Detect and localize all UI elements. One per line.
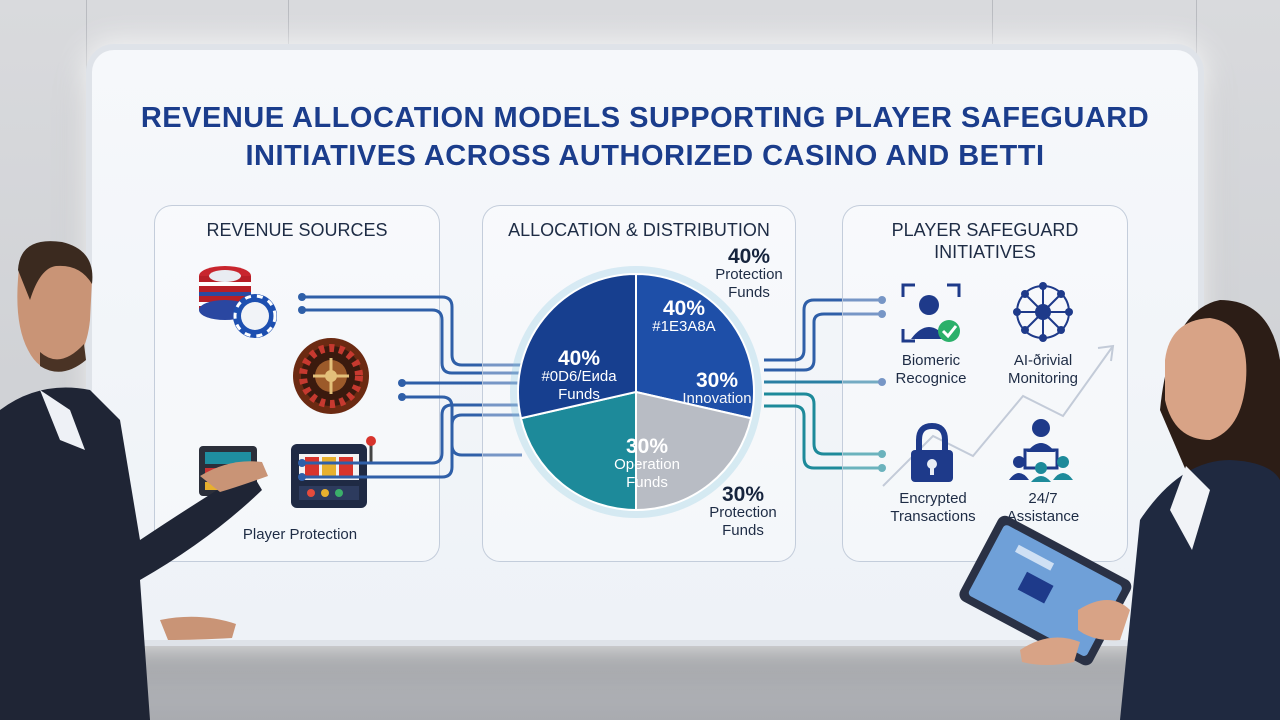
slice-label-left: 40% #0D6/Eиdа Funds: [524, 347, 634, 404]
slice-right-percent: 30%: [695, 369, 739, 392]
outer-label-bottom: 30% Protection Funds: [688, 483, 798, 540]
slice-bottom-text-2: Funds: [626, 474, 668, 491]
slice-left-percent: 40%: [557, 347, 601, 370]
slice-bottom-text-1: Operation: [614, 456, 680, 473]
outer-bottom-text-1: Protection: [709, 504, 777, 521]
ai-network-icon: [1013, 282, 1073, 342]
encrypted-label-1: Encrypted: [899, 490, 967, 507]
slice-top-text: #1E3A8A: [652, 318, 716, 335]
pie-slice-2: [519, 390, 637, 512]
safeguard-heading-1: PLAYER SAFEGUARD: [891, 220, 1079, 240]
allocation-heading: ALLOCATION & DISTRIBUTION: [508, 220, 770, 240]
revenue-sources-panel: REVENUE SOURCES: [154, 205, 440, 562]
safeguard-connector-lines: [764, 296, 886, 472]
slice-right-text: Innovation: [682, 390, 752, 407]
ai-monitoring-label: AI-ðrivial Monitoring: [991, 352, 1095, 388]
slice-bottom-percent: 30%: [625, 435, 669, 458]
slot-machine-label: Player Protection: [242, 526, 358, 543]
female-listener: [959, 300, 1280, 720]
outer-label-top: 40% Protection Funds: [694, 245, 804, 302]
safeguard-heading-2: INITIATIVES: [934, 242, 1036, 262]
outer-top-text-2: Funds: [728, 284, 770, 301]
ai-monitoring-label-1: AI-ðrivial: [1013, 352, 1073, 369]
board-title-line-1: REVENUE ALLOCATION MODELS SUPPORTING PLA…: [140, 102, 1150, 134]
outer-top-text-1: Protection: [715, 266, 783, 283]
assistance-label-2: Assistance: [1006, 508, 1080, 525]
revenue-sources-heading: REVENUE SOURCES: [206, 220, 388, 240]
background-trend-line: [882, 344, 1115, 487]
encrypted-label: Encrypted Transactions: [873, 490, 993, 526]
ai-monitoring-label-2: Monitoring: [1007, 370, 1079, 387]
pie-slice-1: [635, 390, 753, 512]
roulette-wheel-icon: [293, 338, 369, 414]
slice-label-bottom: 30% Operation Funds: [602, 435, 692, 492]
support-agent-icon: [1009, 419, 1073, 482]
encrypted-label-2: Transactions: [890, 508, 976, 525]
biometric-label: Biomeric Recognice: [881, 352, 981, 388]
male-presenter: [0, 241, 268, 720]
assistance-label-1: 24/7: [1028, 490, 1058, 507]
pie-slice-0: [635, 272, 755, 420]
pie-slice-3: [517, 272, 637, 420]
slice-top-percent: 40%: [662, 297, 706, 320]
slice-left-text-2: Funds: [558, 386, 600, 403]
slice-label-top: 40% #1E3A8A: [644, 297, 724, 336]
biometric-label-1: Biomeric: [901, 352, 961, 369]
padlock-icon: [911, 422, 953, 482]
assistance-label: 24/7 Assistance: [993, 490, 1093, 526]
outer-top-percent: 40%: [727, 245, 771, 268]
outer-bottom-text-2: Funds: [722, 522, 764, 539]
slice-label-right: 30% Innovation: [672, 369, 762, 408]
revenue-connector-lines: [298, 293, 522, 481]
outer-bottom-percent: 30%: [721, 483, 765, 506]
slice-left-text-1: #0D6/Eиdа: [541, 368, 617, 385]
face-verification-icon: [901, 283, 961, 343]
casino-chips-icon: [199, 266, 277, 338]
board-title-line-2: INITIATIVES ACROSS AUTHORIZED CASINO AND…: [245, 140, 1045, 172]
display-board: REVENUE ALLOCATION MODELS SUPPORTING PLA…: [92, 50, 1198, 640]
wall-panel: [86, 0, 87, 720]
allocation-pie-chart: [510, 266, 762, 518]
biometric-label-2: Recognice: [895, 370, 967, 387]
